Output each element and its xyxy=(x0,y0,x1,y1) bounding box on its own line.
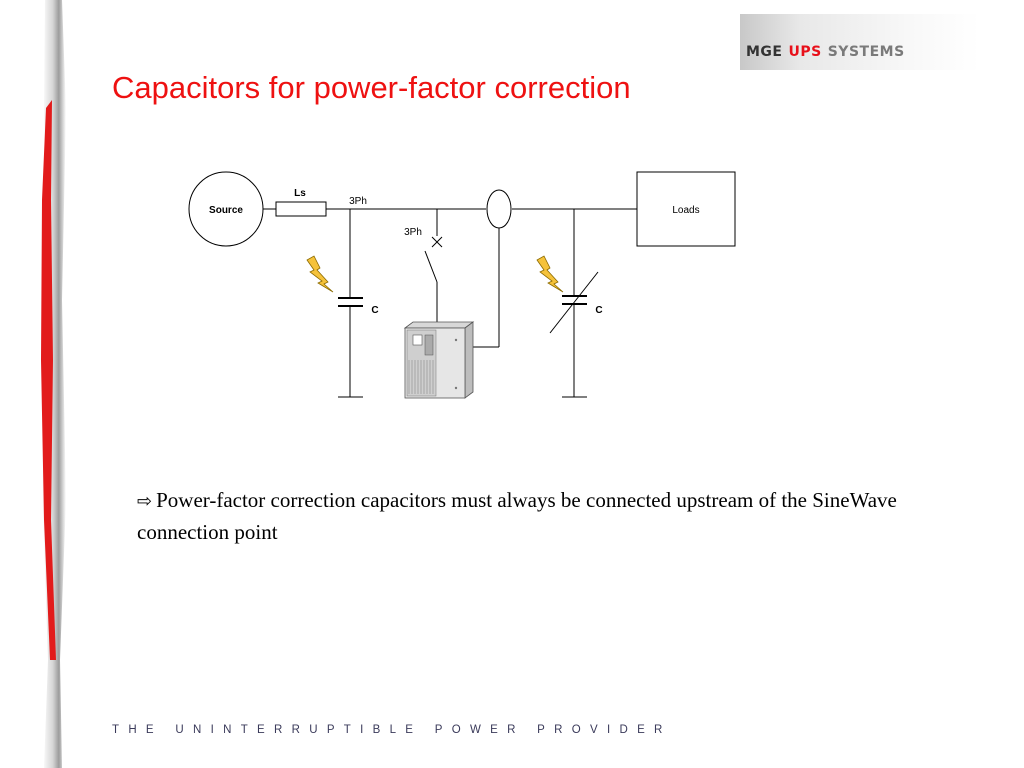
lightning-bolt-icon xyxy=(536,255,564,293)
left-decorative-band xyxy=(41,0,66,768)
branch-3ph-label: 3Ph xyxy=(404,227,422,238)
variable-capacitor-label: C xyxy=(595,305,602,316)
logo-mge-text: MGE xyxy=(746,44,783,60)
current-transformer xyxy=(486,189,512,229)
outline-right-arrow-icon: ⇨ xyxy=(137,491,153,512)
logo-systems-text: SYSTEMS xyxy=(827,44,905,60)
logo-ups-text: UPS xyxy=(788,44,822,60)
inductor-ls xyxy=(275,201,327,217)
loads-label: Loads xyxy=(672,205,699,216)
sinewave-cabinet-icon xyxy=(403,321,475,399)
note-paragraph: ⇨Power-factor correction capacitors must… xyxy=(137,485,917,547)
loads-box xyxy=(636,171,736,247)
footer-tagline: THE UNINTERRUPTIBLE POWER PROVIDER xyxy=(112,724,672,736)
lightning-bolt-icon xyxy=(306,255,334,293)
inductor-label: Ls xyxy=(294,188,306,199)
fixed-capacitor-label: C xyxy=(371,305,378,316)
source-label: Source xyxy=(209,205,243,216)
note-text: Power-factor correction capacitors must … xyxy=(137,488,897,544)
switch-blade xyxy=(424,250,438,283)
slide-title: Capacitors for power-factor correction xyxy=(112,70,631,105)
variable-capacitor-arrow xyxy=(549,271,599,334)
company-logo: MGE UPS SYSTEMS xyxy=(740,14,980,70)
bus-3ph-label: 3Ph xyxy=(349,196,367,207)
